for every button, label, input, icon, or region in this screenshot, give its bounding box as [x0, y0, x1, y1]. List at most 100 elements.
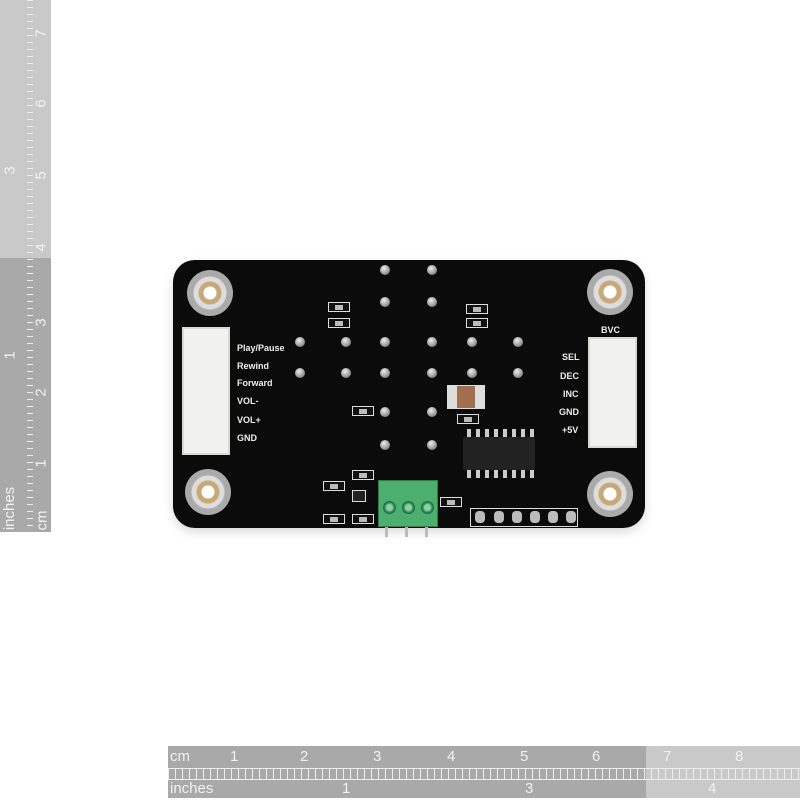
header-pad: [494, 511, 504, 523]
capacitor: [447, 385, 485, 409]
ic-pin: [512, 429, 516, 437]
ic-pin: [467, 470, 471, 478]
solder-pad: [427, 265, 437, 275]
solder-pad: [380, 265, 390, 275]
solder-pad: [380, 407, 390, 417]
header-outline: [470, 508, 578, 527]
ic-pin: [485, 429, 489, 437]
solder-pad: [380, 337, 390, 347]
left-ruler-cm-5: 5: [32, 171, 50, 180]
bottom-ruler-cm-7: 7: [663, 748, 672, 765]
smd-resistor: [323, 514, 345, 524]
screw-icon: [402, 501, 415, 514]
smd-resistor: [352, 514, 374, 524]
mounting-hole: [587, 269, 633, 315]
smd-resistor: [457, 414, 479, 424]
screw-icon: [383, 501, 396, 514]
header-pad: [530, 511, 540, 523]
bottom-ruler-cm-8: 8: [735, 748, 744, 765]
left-ruler-cm-2: 2: [32, 388, 50, 397]
ic-pin: [476, 429, 480, 437]
solder-pad: [427, 337, 437, 347]
ic-pin: [485, 470, 489, 478]
label-play-pause: Play/Pause: [237, 343, 285, 353]
bottom-ruler-inch-1: 1: [342, 780, 351, 797]
solder-pad: [295, 368, 305, 378]
ic-pin: [503, 470, 507, 478]
solder-pad: [295, 337, 305, 347]
smd-resistor: [440, 497, 462, 507]
header-pad: [512, 511, 522, 523]
solder-pad: [380, 368, 390, 378]
solder-pad: [467, 368, 477, 378]
solder-pad: [467, 337, 477, 347]
header-pad: [566, 511, 576, 523]
solder-pad: [427, 440, 437, 450]
bottom-ruler-cm-6: 6: [592, 748, 601, 765]
label-gnd-right: GND: [559, 407, 579, 417]
mounting-hole: [185, 469, 231, 515]
label-bvc: BVC: [601, 325, 621, 335]
mounting-hole: [587, 471, 633, 517]
bottom-ruler-cm-5: 5: [520, 748, 529, 765]
solder-pad: [380, 297, 390, 307]
bottom-ruler-cm-4: 4: [447, 748, 456, 765]
left-ruler-cm-3: 3: [32, 318, 50, 327]
bottom-ruler-inch-4: 4: [708, 780, 717, 797]
label-vol-minus: VOL-: [237, 396, 259, 406]
left-ruler-ticks: [27, 0, 33, 532]
screw-terminal: [378, 480, 438, 527]
smd-resistor: [328, 302, 350, 312]
header-pad: [548, 511, 558, 523]
terminal-pins: [383, 525, 433, 537]
left-ruler-inch-1: 1: [1, 351, 19, 360]
ic-pin: [530, 429, 534, 437]
left-ruler-cm-6: 6: [32, 99, 50, 108]
ic-pin: [530, 470, 534, 478]
label-inc: INC: [563, 389, 579, 399]
screw-icon: [421, 501, 434, 514]
header-pad: [475, 511, 485, 523]
label-dec: DEC: [560, 371, 580, 381]
bottom-ruler-ticks: [168, 768, 800, 780]
label-rewind: Rewind: [237, 361, 270, 371]
smd-resistor: [352, 406, 374, 416]
solder-pad: [427, 407, 437, 417]
solder-pad: [341, 368, 351, 378]
smd-resistor: [466, 318, 488, 328]
left-connector: [182, 327, 230, 455]
left-ruler-cm-4: 4: [32, 243, 50, 252]
ic-pin: [521, 470, 525, 478]
label-gnd-left: GND: [237, 433, 257, 443]
smd-resistor: [352, 470, 374, 480]
ic-pin: [512, 470, 516, 478]
ic-pin: [476, 470, 480, 478]
label-5v: +5V: [562, 425, 579, 435]
solder-pad: [427, 297, 437, 307]
smd-resistor: [328, 318, 350, 328]
left-ruler: [0, 0, 51, 258]
left-ruler-cm-1: 1: [32, 459, 50, 468]
smd-resistor: [323, 481, 345, 491]
ic-pin: [521, 429, 525, 437]
ic-pin: [494, 470, 498, 478]
solder-pad: [513, 368, 523, 378]
bottom-ruler-cm-3: 3: [373, 748, 382, 765]
bottom-ruler-cm-2: 2: [300, 748, 309, 765]
bottom-ruler-cm-label: cm: [170, 748, 190, 765]
label-sel: SEL: [562, 352, 580, 362]
right-connector: [588, 337, 637, 448]
smd-resistor: [466, 304, 488, 314]
bottom-ruler-cm-1: 1: [230, 748, 239, 765]
solder-pad: [380, 440, 390, 450]
solder-pad: [427, 368, 437, 378]
ic-chip: [463, 437, 535, 470]
left-ruler-inch-3: 3: [1, 166, 19, 175]
ic-pin: [494, 429, 498, 437]
bottom-ruler-inch-3: 3: [525, 780, 534, 797]
left-ruler-inches-label: inches: [1, 486, 19, 531]
label-forward: Forward: [237, 378, 273, 388]
left-ruler-dark: [0, 258, 51, 532]
left-ruler-cm-label: cm: [33, 510, 51, 531]
solder-pad: [513, 337, 523, 347]
